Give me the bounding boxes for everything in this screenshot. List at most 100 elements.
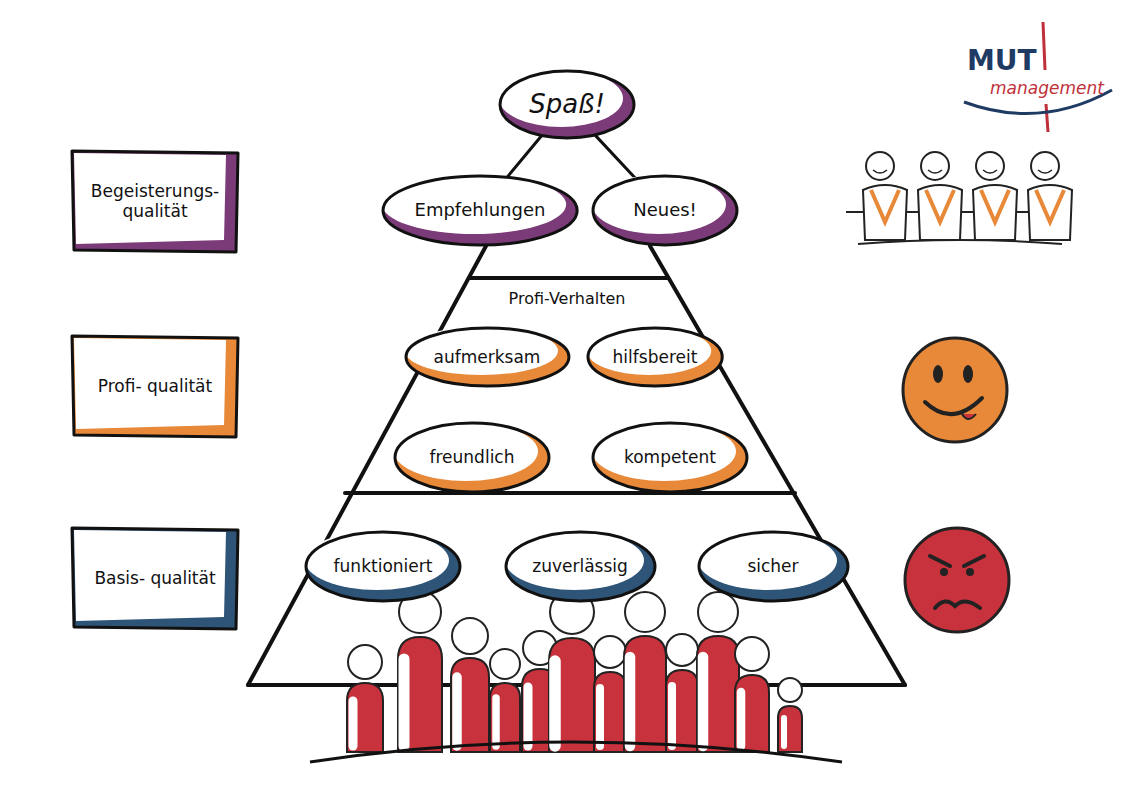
team-figures [846, 152, 1072, 244]
quality-text: funktioniert [334, 556, 433, 576]
oval-border [500, 71, 634, 138]
body-highlight [492, 698, 500, 746]
quality-text: hilfsbereit [613, 347, 698, 367]
face-brow [930, 556, 984, 566]
person-body [451, 658, 489, 752]
face-eye [940, 568, 948, 576]
oval-border [588, 328, 722, 386]
person-head [490, 649, 520, 679]
tier-name: Begeisterungs- qualität [82, 181, 228, 222]
happy-face [903, 338, 1007, 442]
person-head [452, 618, 488, 654]
connector-line [507, 136, 541, 177]
quality-oval: Neues! [590, 173, 740, 248]
quality-oval: Empfehlungen [380, 173, 580, 248]
card-border [72, 528, 238, 629]
logo-mark [964, 22, 1112, 132]
tier-card: Profi- qualität [70, 334, 240, 439]
person-body [549, 638, 595, 752]
person-body [697, 636, 739, 752]
person-head [778, 678, 802, 702]
oval-border [306, 532, 460, 601]
person-head [348, 645, 382, 679]
oval-fill [505, 531, 644, 590]
tier-line [470, 276, 667, 280]
oval-shade [306, 532, 460, 601]
quality-oval: hilfsbereit [585, 325, 725, 389]
card-border [72, 336, 238, 437]
quality-text: sicher [747, 556, 798, 576]
oval-shade [406, 328, 569, 386]
tier-card: Begeisterungs- qualität [70, 149, 240, 254]
tier-line [345, 491, 795, 495]
oval-border [406, 328, 569, 386]
oval-fill [592, 422, 736, 481]
crowd [347, 590, 802, 752]
oval-shade [588, 328, 722, 386]
tier-card: Basis- qualität [70, 526, 240, 631]
quality-oval: Spaß! [497, 68, 637, 141]
quality-text: freundlich [430, 447, 515, 467]
team-head [1031, 152, 1059, 180]
card-shade [72, 336, 238, 437]
team-smile [1038, 170, 1052, 173]
team-body [863, 185, 907, 240]
body-highlight [549, 661, 561, 746]
quality-text: kompetent [624, 447, 716, 467]
person-head [666, 634, 698, 666]
quality-text: Spaß! [529, 89, 605, 120]
person-body [735, 675, 769, 752]
team-smile [873, 170, 887, 173]
face-eye [963, 365, 973, 383]
person-head [698, 592, 738, 632]
logo-text: management [990, 78, 1104, 98]
oval-shade [395, 423, 549, 492]
logo-line [1043, 22, 1045, 70]
face-frown [935, 601, 980, 608]
team-stripe [926, 190, 954, 222]
quality-oval: kompetent [590, 420, 750, 495]
oval-fill [698, 531, 837, 590]
tier-name: Basis- qualität [94, 568, 215, 588]
body-highlight [625, 657, 636, 746]
oval-fill [499, 70, 623, 127]
body-highlight [781, 718, 787, 746]
person-body [778, 706, 802, 752]
team-head [921, 152, 949, 180]
logo-line [1046, 104, 1048, 132]
person-head [735, 637, 769, 671]
body-highlight [452, 677, 462, 746]
team-stripe [1036, 190, 1064, 222]
connector-line [595, 135, 635, 178]
body-highlight [737, 692, 746, 746]
oval-shade [506, 532, 655, 601]
quality-text: zuverlässig [532, 556, 628, 576]
card-fill [74, 530, 226, 621]
team-head [976, 152, 1004, 180]
face-circle [905, 528, 1009, 632]
oval-border [383, 176, 577, 245]
oval-fill [592, 175, 726, 234]
face-eye [966, 568, 974, 576]
team-stripe [981, 190, 1009, 222]
team-stripe [871, 190, 899, 222]
quality-oval: zuverlässig [503, 529, 658, 604]
person-body [347, 683, 383, 752]
face-smile [925, 398, 982, 414]
body-highlight [668, 686, 676, 746]
card-fill [74, 338, 226, 429]
oval-shade [383, 176, 577, 245]
quality-oval: funktioniert [303, 529, 463, 604]
body-highlight [698, 657, 709, 746]
angry-face [905, 528, 1009, 632]
oval-fill [394, 422, 538, 481]
logo-text: MUT [967, 44, 1037, 77]
oval-border [593, 176, 737, 245]
face-tongue [962, 414, 976, 419]
body-highlight [399, 659, 410, 746]
person-body [398, 637, 442, 752]
team-head [866, 152, 894, 180]
face-eye [933, 365, 943, 383]
team-body [1028, 185, 1072, 240]
